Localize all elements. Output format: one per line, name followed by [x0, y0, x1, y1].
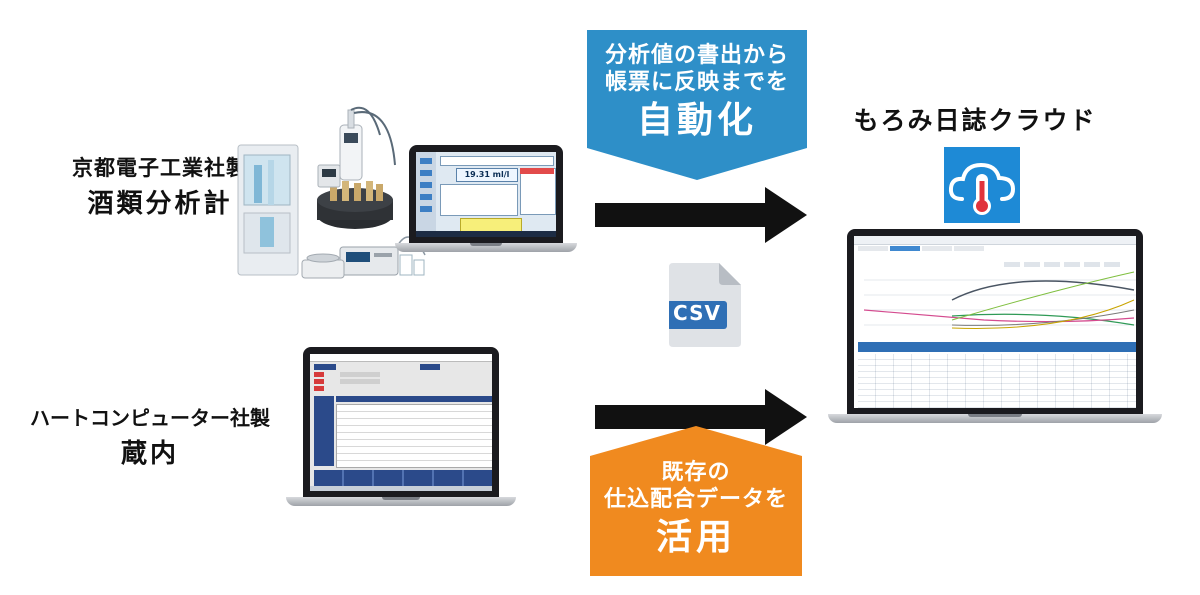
bottom-callout-line2: 仕込配合データを: [603, 487, 788, 512]
kurauchi-maker-label: ハートコンピューター社製: [30, 406, 270, 430]
top-callout-line1: 分析値の書出から: [604, 43, 789, 68]
top-callout-shape: [587, 30, 807, 180]
cloud-product-title: もろみ日誌クラウド: [853, 106, 1097, 135]
top-arrow-shaft: [595, 203, 765, 227]
kurauchi-product-label: 蔵内: [120, 439, 179, 469]
bottom-callout-shape: [590, 426, 802, 576]
analyzer-product-label: 酒類分析計: [87, 189, 233, 219]
bottom-arrow-head: [765, 389, 807, 445]
kurauchi-laptop-notch: [382, 497, 420, 500]
kurauchi-laptop-screen: [303, 347, 499, 497]
cloud-thermometer-icon: [944, 147, 1020, 223]
kurauchi-laptop-base: [286, 497, 516, 506]
analyzer-laptop-base: [395, 243, 577, 252]
bottom-arrow-shaft: [595, 405, 765, 429]
bottom-callout-emphasis: 活用: [655, 517, 736, 558]
top-callout-text: 分析値の書出から 帳票に反映までを 自動化: [587, 42, 807, 142]
bottom-callout-line1: 既存の: [661, 460, 731, 485]
csv-file-label: CSV: [673, 301, 721, 325]
bottom-callout-text: 既存の 仕込配合データを 活用: [590, 459, 802, 559]
top-callout-line2: 帳票に反映までを: [604, 70, 789, 95]
top-arrow-head: [765, 187, 807, 243]
analyzer-laptop-notch: [470, 243, 502, 246]
cloud-laptop-base: [828, 414, 1162, 423]
liquor-analyzer-instrument: [237, 106, 426, 279]
analyzer-laptop-screen: 19.31 ml/l: [409, 145, 563, 243]
analyzer-maker-label: 京都電子工業社製: [72, 156, 248, 180]
cloud-laptop-notch: [968, 414, 1022, 417]
cloud-laptop-screen: [847, 229, 1143, 414]
analyzer-reading: 19.31 ml/l: [456, 168, 518, 182]
top-callout-emphasis: 自動化: [636, 100, 757, 141]
csv-file-icon: [669, 263, 741, 347]
